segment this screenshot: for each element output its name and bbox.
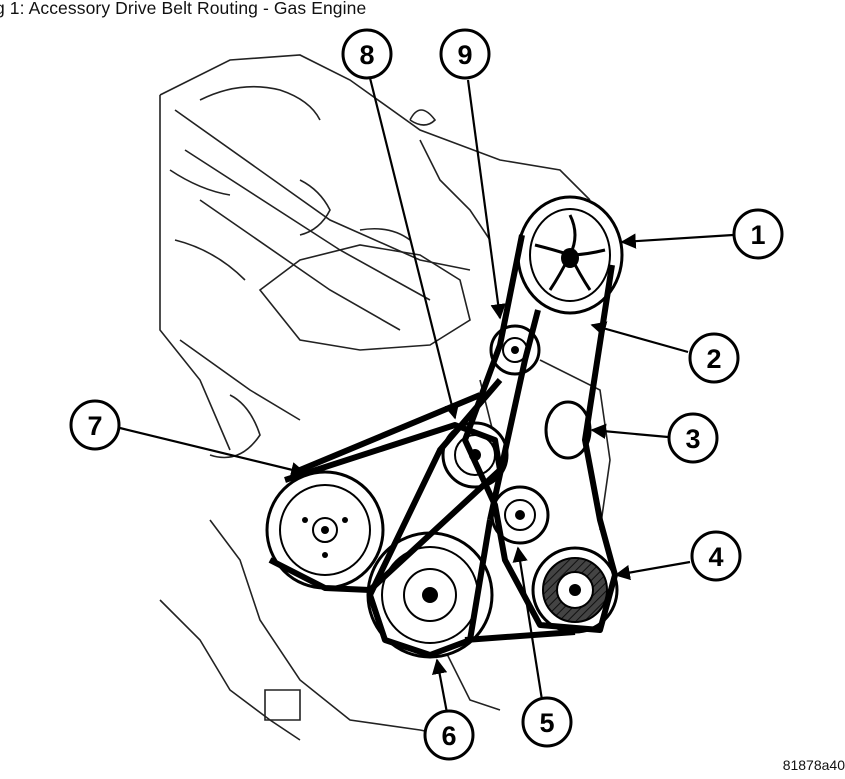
callout-6: 6 xyxy=(423,709,475,761)
callout-9: 9 xyxy=(439,28,491,80)
callout-9-label: 9 xyxy=(457,40,472,70)
callout-4-label: 4 xyxy=(708,542,723,572)
callout-7: 7 xyxy=(69,399,121,451)
callout-5: 5 xyxy=(521,696,573,748)
callout-5-label: 5 xyxy=(539,708,554,738)
callout-1-label: 1 xyxy=(750,220,765,250)
callout-8-label: 8 xyxy=(359,40,374,70)
callout-3: 3 xyxy=(667,412,719,464)
figure-caption: g 1: Accessory Drive Belt Routing - Gas … xyxy=(0,0,367,18)
callout-2-label: 2 xyxy=(706,344,721,374)
callout-1: 1 xyxy=(732,208,784,260)
callout-3-label: 3 xyxy=(685,424,700,454)
callout-4: 4 xyxy=(690,530,742,582)
pulley-ac-compressor xyxy=(531,546,619,634)
callout-6-label: 6 xyxy=(441,721,456,751)
callout-2: 2 xyxy=(688,332,740,384)
pulley-water-pump xyxy=(544,400,592,460)
callout-7-label: 7 xyxy=(87,411,102,441)
pulley-large-left xyxy=(265,470,385,590)
callout-8: 8 xyxy=(341,28,393,80)
figure-reference-code: 81878a40 xyxy=(782,757,845,773)
leader-lines xyxy=(119,77,734,714)
